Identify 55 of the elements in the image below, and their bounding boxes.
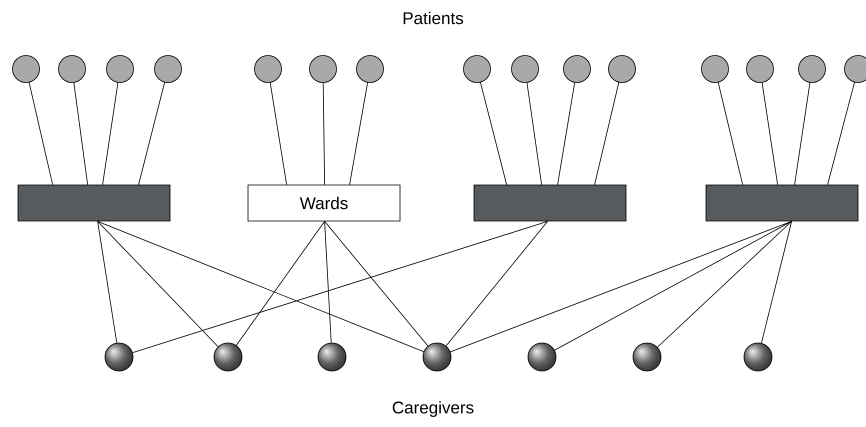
connector-line — [594, 82, 620, 185]
connector-line — [73, 82, 88, 185]
patient-circle — [309, 55, 337, 83]
connector-line — [657, 220, 792, 348]
connector-line — [138, 82, 165, 185]
connector-line — [557, 82, 576, 185]
connector-line — [102, 82, 118, 185]
group-label: Caregivers — [392, 401, 474, 417]
caregiver-sphere — [632, 342, 662, 372]
caregiver-sphere — [214, 342, 242, 372]
patient-circle — [844, 55, 866, 83]
patient-circle — [12, 55, 40, 83]
connector-line — [28, 82, 53, 185]
connector-line — [761, 220, 792, 344]
caregiver-sphere — [318, 342, 346, 372]
ward-box — [706, 184, 858, 222]
group-label: Patients — [404, 12, 464, 24]
patient-circle — [511, 55, 539, 83]
patient-circle — [608, 55, 636, 83]
connector-line — [349, 82, 368, 185]
connector-line — [236, 220, 325, 346]
patient-circle — [463, 55, 491, 83]
connector-line — [554, 220, 792, 351]
patient-circle — [356, 55, 384, 83]
caregiver-sphere — [528, 342, 556, 372]
ward-box: Wards — [248, 184, 400, 222]
connector-line — [132, 220, 548, 354]
connector-line — [322, 82, 325, 185]
connector-line — [446, 220, 548, 346]
connector-line — [827, 82, 855, 185]
patient-circle — [254, 55, 282, 83]
caregiver-sphere — [744, 342, 772, 372]
connector-line — [270, 82, 287, 185]
patient-circle — [563, 55, 591, 83]
caregiver-sphere — [104, 342, 134, 372]
connector-line — [762, 82, 778, 185]
connector-line — [526, 82, 542, 185]
connector-line — [97, 220, 424, 352]
caregiver-sphere — [422, 342, 452, 372]
connector-line — [450, 220, 792, 352]
patient-circle — [58, 55, 86, 83]
ward-box — [474, 184, 626, 222]
connector-line — [97, 220, 118, 344]
connector-line — [480, 82, 507, 185]
connector-line — [324, 220, 332, 343]
connector-line — [97, 220, 218, 347]
patient-circle — [701, 55, 729, 83]
patient-circle — [106, 55, 134, 83]
patient-circle — [798, 55, 826, 83]
ward-box — [18, 184, 170, 222]
connector-line — [324, 220, 428, 346]
connector-line — [794, 82, 810, 185]
patient-circle — [746, 55, 774, 83]
patient-circle — [154, 55, 182, 83]
connector-line — [718, 82, 743, 185]
